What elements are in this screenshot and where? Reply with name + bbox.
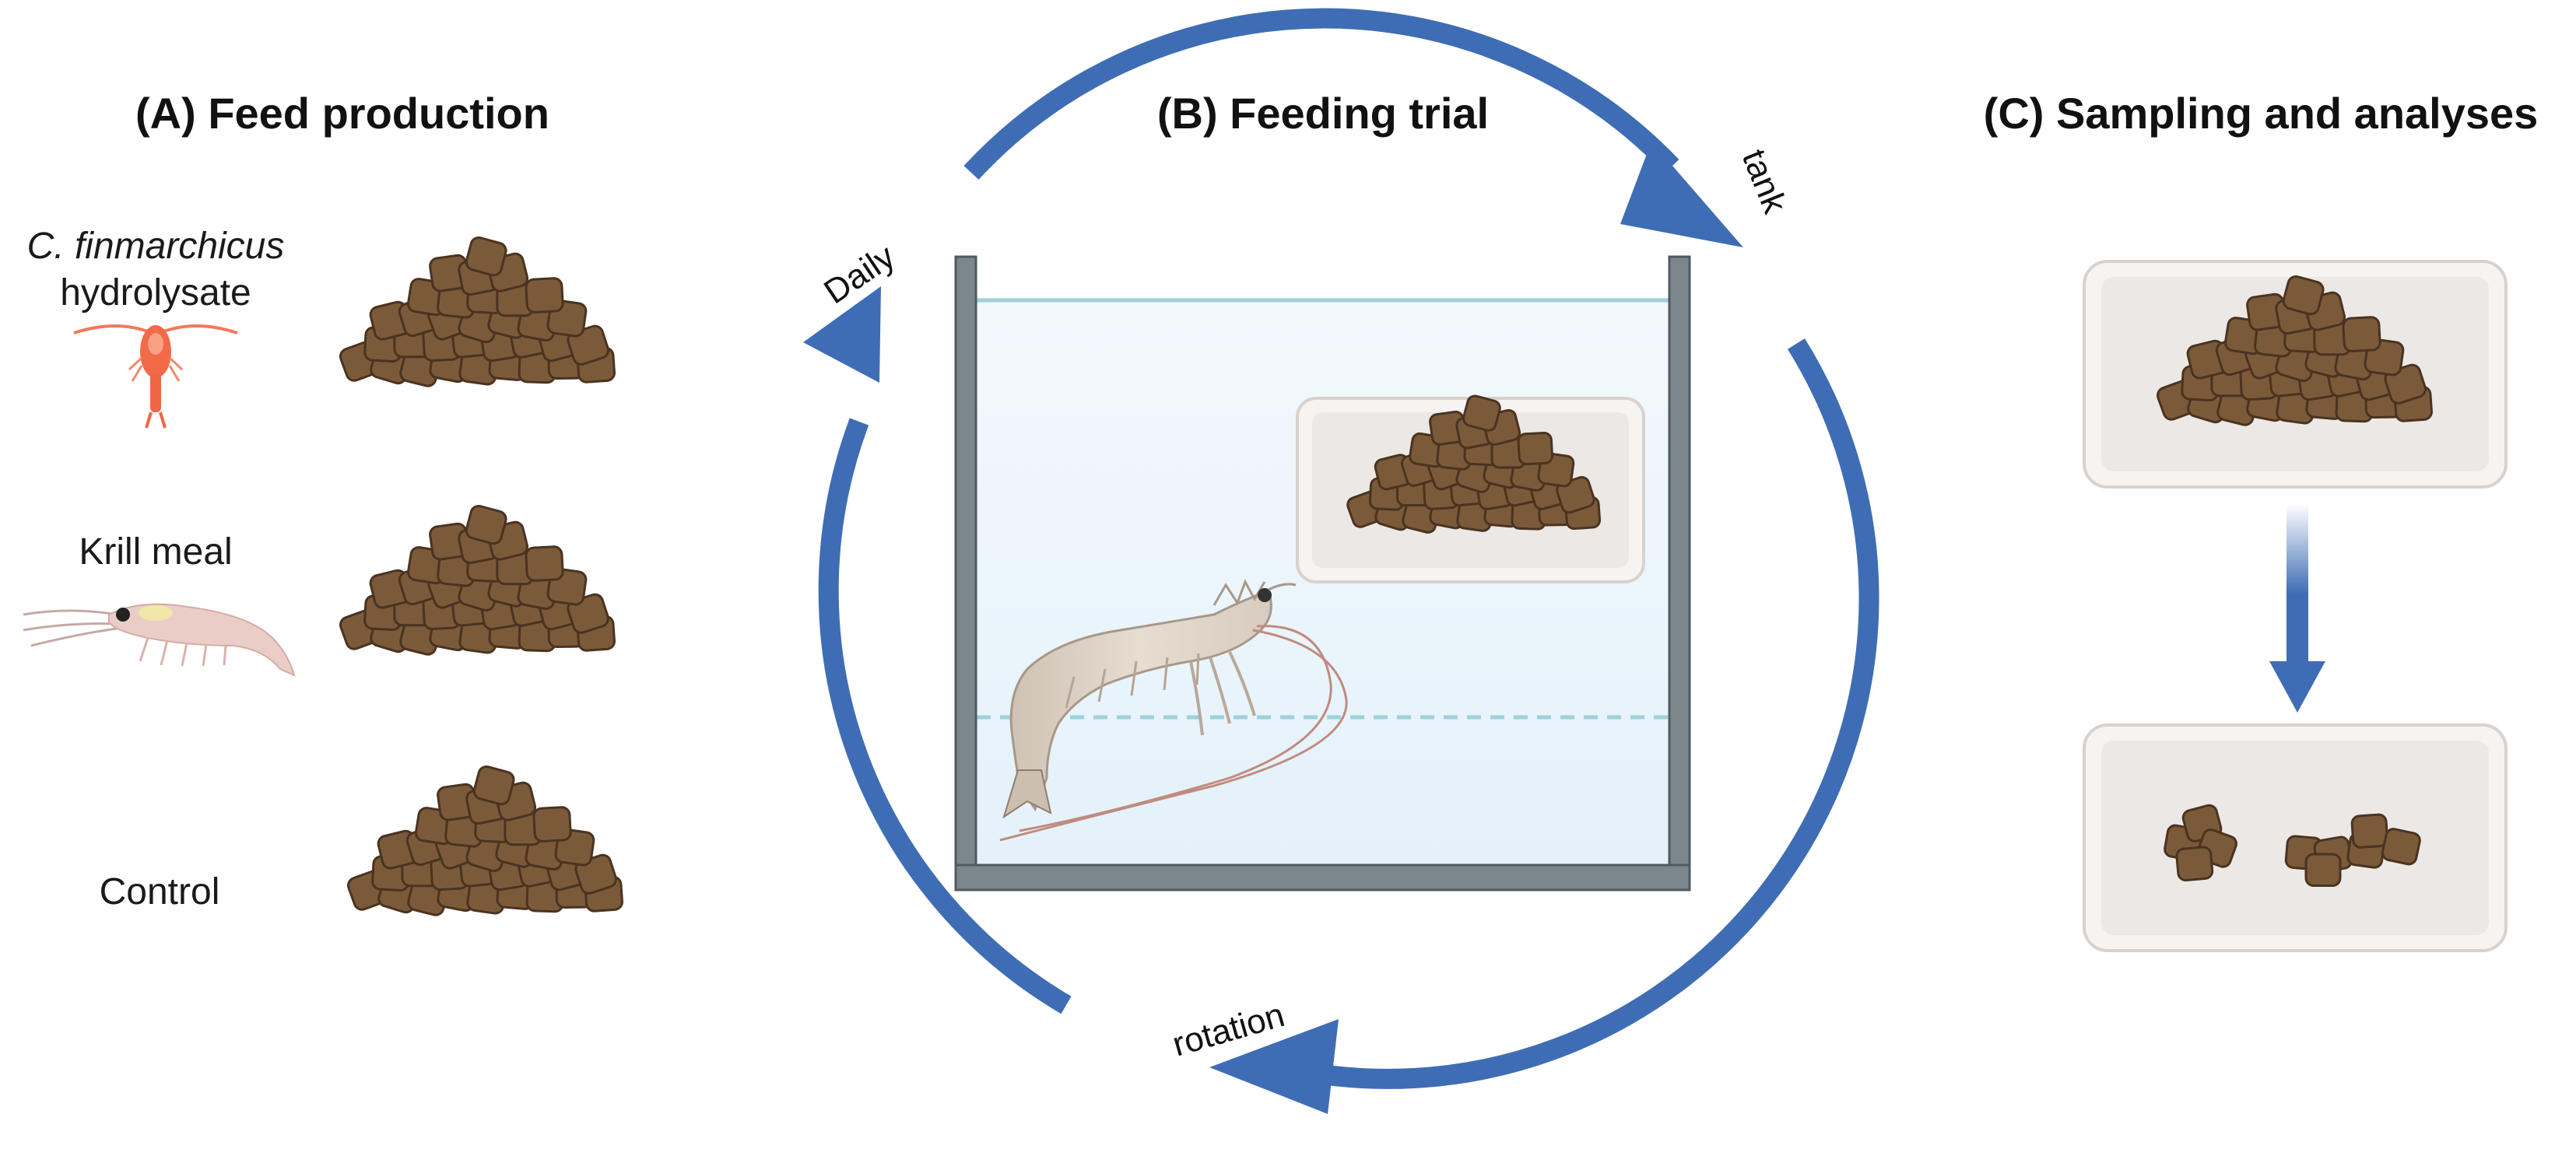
feed-3-label: Control (100, 871, 220, 913)
feed-pile-hydrolysate (339, 236, 616, 387)
feed-pile-control (346, 765, 623, 916)
feed-pellet (2304, 853, 2342, 887)
tank-water (969, 297, 1681, 871)
feed-pellet (532, 806, 572, 842)
feed-pellet (2350, 813, 2389, 849)
tank-base (954, 864, 1691, 892)
shrimp-icon (999, 579, 1348, 842)
feed-pellet (2175, 846, 2214, 882)
panel-c-title: (C) Sampling and analyses (1984, 89, 2539, 138)
feed-pellet (1462, 394, 1501, 432)
cycle-arrow-top (963, 8, 1679, 180)
cycle-arrowhead-left (803, 286, 881, 383)
feed-pellet (465, 505, 507, 545)
krill-icon (23, 603, 296, 677)
feed-pile-krill-meal (339, 505, 616, 656)
copepod-icon (73, 324, 238, 429)
cycle-arrowhead-bottom (1209, 1019, 1339, 1114)
cycle-arrowhead-top (1620, 142, 1743, 247)
cycle-arrow-left (818, 418, 1072, 1014)
panel-b-title: (B) Feeding trial (1157, 89, 1489, 138)
tank-wall-left (954, 255, 977, 873)
feed-pellet (2342, 316, 2381, 352)
tank-label: tank (1735, 144, 1795, 219)
feed-pellet (2282, 275, 2325, 316)
tank-wall-right (1668, 255, 1691, 873)
sampling-arrow-shaft (2286, 504, 2308, 667)
feed-pellet (525, 277, 564, 314)
feed-pellet (2381, 828, 2421, 866)
rotation-cycle (818, 8, 1879, 1089)
panel-a-title: (A) Feed production (135, 89, 549, 138)
feed-pellet (525, 545, 564, 582)
feed-1-label-line2: hydrolysate (60, 272, 251, 314)
feed-pile-before (2156, 275, 2433, 426)
feed-pile-after (2164, 804, 2421, 887)
sampling-arrowhead (2269, 661, 2325, 713)
tank (954, 255, 1691, 892)
feed-pellet (465, 236, 507, 277)
feed-pile-tank (1346, 394, 1602, 534)
feed-1-label-line1: C. finmarchicus (27, 226, 285, 267)
cycle-arrow-right (1273, 338, 1879, 1089)
feed-2-label: Krill meal (79, 531, 232, 573)
feed-pellet (1517, 432, 1553, 466)
feed-pellet (472, 765, 515, 806)
daily-label: Daily (817, 237, 901, 311)
